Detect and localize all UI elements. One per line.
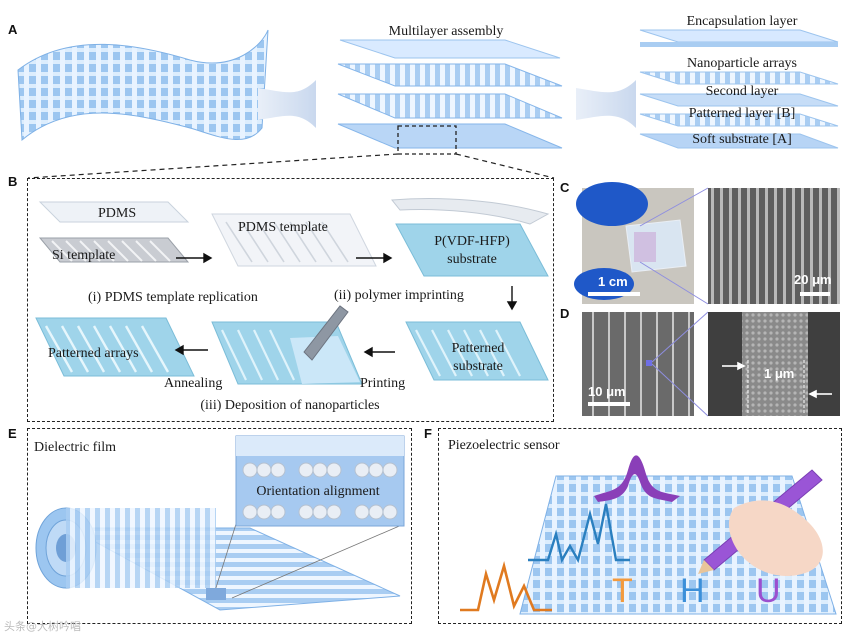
scale-bar-10um xyxy=(588,402,630,406)
panel-label-b: B xyxy=(8,174,18,189)
panel-f-frame xyxy=(438,428,842,624)
panel-e-frame xyxy=(27,428,412,624)
layer-label-patterned: Patterned layer [B] xyxy=(688,106,796,121)
orientation-alignment-label: Orientation alignment xyxy=(256,484,380,499)
letter-u: U xyxy=(756,572,781,610)
layer-label-substrate: Soft substrate [A] xyxy=(692,132,792,147)
glove-finger xyxy=(576,182,648,226)
pdms-label: PDMS xyxy=(98,206,137,221)
layer-label-nanoparticle: Nanoparticle arrays xyxy=(687,56,797,71)
panel-b-frame xyxy=(27,178,554,422)
step1-label: (i) PDMS template replication xyxy=(88,290,258,305)
pvdf-label-2: substrate xyxy=(447,252,497,267)
watermark: 头条@大树吟唱 xyxy=(4,620,81,633)
step2-label: (ii) polymer imprinting xyxy=(334,288,464,303)
panel-label-e: E xyxy=(8,426,17,441)
layer-label-second: Second layer xyxy=(705,84,779,99)
pvdf-label-1: P(VDF-HFP) xyxy=(434,234,510,249)
panel-label-c: C xyxy=(560,180,570,195)
step3-label: (iii) Deposition of nanoparticles xyxy=(200,398,380,413)
scale-label-20um: 20 μm xyxy=(794,272,832,287)
scale-label-1um: 1 μm xyxy=(764,366,795,381)
funnel-a2 xyxy=(576,80,636,128)
letter-t: T xyxy=(612,572,633,610)
si-template-label: Si template xyxy=(52,248,116,263)
scale-label-10um: 10 μm xyxy=(588,384,626,399)
flexible-film xyxy=(17,29,269,142)
annealing-label: Annealing xyxy=(164,376,223,391)
piezoelectric-sensor-title: Piezoelectric sensor xyxy=(448,438,560,453)
scale-label-1cm: 1 cm xyxy=(598,274,628,289)
patterned-arrays-label: Patterned arrays xyxy=(48,346,139,361)
scale-bar-20um xyxy=(800,292,830,296)
panel-label-a: A xyxy=(8,22,18,37)
patterned-substrate-1: Patterned xyxy=(451,341,505,356)
panel-label-f: F xyxy=(424,426,432,441)
scale-bar-1cm xyxy=(588,292,640,296)
funnel-a1 xyxy=(258,80,316,128)
patterned-substrate-2: substrate xyxy=(453,359,503,374)
panel-label-d: D xyxy=(560,306,570,321)
printing-label: Printing xyxy=(360,376,406,391)
pdms-template-label: PDMS template xyxy=(238,220,328,235)
letter-h: H xyxy=(680,572,705,610)
dielectric-film-title: Dielectric film xyxy=(34,440,117,455)
layer-label-encapsulation: Encapsulation layer xyxy=(686,14,798,29)
multilayer-assembly-title: Multilayer assembly xyxy=(388,24,504,39)
